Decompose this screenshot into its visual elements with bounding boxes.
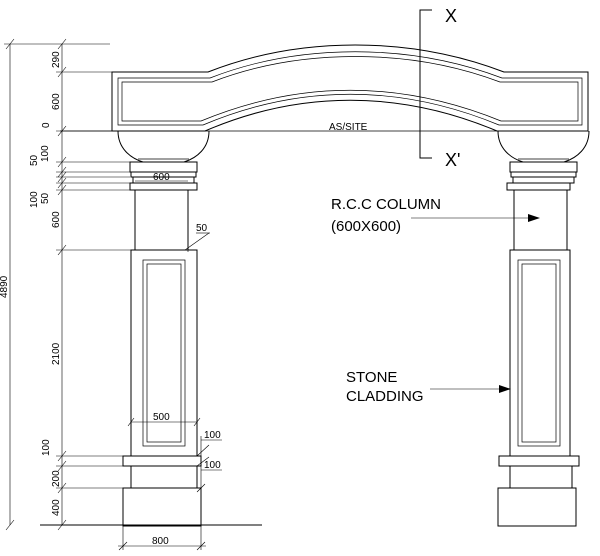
- dim-neck-600: 600: [51, 211, 62, 228]
- dim-capital-50: 50: [29, 154, 40, 166]
- dim-neck-100: 100: [29, 191, 40, 208]
- dim-panel-width-500: 500: [153, 412, 170, 423]
- section-line: X X': [419, 6, 460, 170]
- label-rcc-column-line1: R.C.C COLUMN: [331, 196, 441, 213]
- dim-beam-base: 0: [41, 122, 52, 128]
- section-mark-bottom: X': [445, 150, 460, 170]
- dimension-horizontal: 600 50 500 100 100 800: [118, 172, 222, 551]
- left-column: [117, 130, 210, 527]
- dim-band-projection-b: 100: [204, 460, 221, 471]
- callout-rcc-column: R.C.C COLUMN (600X600): [331, 196, 540, 235]
- right-column: [497, 130, 590, 527]
- dim-base-width-800: 800: [152, 536, 169, 547]
- dim-plinth-400: 400: [51, 499, 62, 516]
- label-stone-line1: STONE: [346, 369, 397, 386]
- dim-overall-height: 4890: [0, 275, 10, 298]
- dim-neck-50: 50: [40, 192, 51, 204]
- dim-arch-rise: 290: [51, 51, 62, 68]
- dimension-chain-left: 4890 290 600 0 50 100 100 50: [0, 38, 131, 531]
- section-mark-top: X: [445, 6, 457, 26]
- dim-band-200: 200: [51, 470, 62, 487]
- dim-column-width-600: 600: [153, 172, 170, 183]
- callout-stone-cladding: STONE CLADDING: [346, 369, 511, 405]
- as-site-label: AS/SITE: [329, 122, 368, 133]
- label-rcc-column-line2: (600X600): [331, 218, 401, 235]
- label-stone-line2: CLADDING: [346, 388, 424, 405]
- dim-capital-100: 100: [40, 145, 51, 162]
- dim-panel-2100: 2100: [51, 342, 62, 365]
- dim-band-100: 100: [41, 439, 52, 456]
- dim-cladding-offset-50: 50: [196, 223, 208, 234]
- dim-band-projection-a: 100: [204, 430, 221, 441]
- dim-arch-beam: 600: [51, 93, 62, 110]
- arch-beam: [111, 44, 589, 132]
